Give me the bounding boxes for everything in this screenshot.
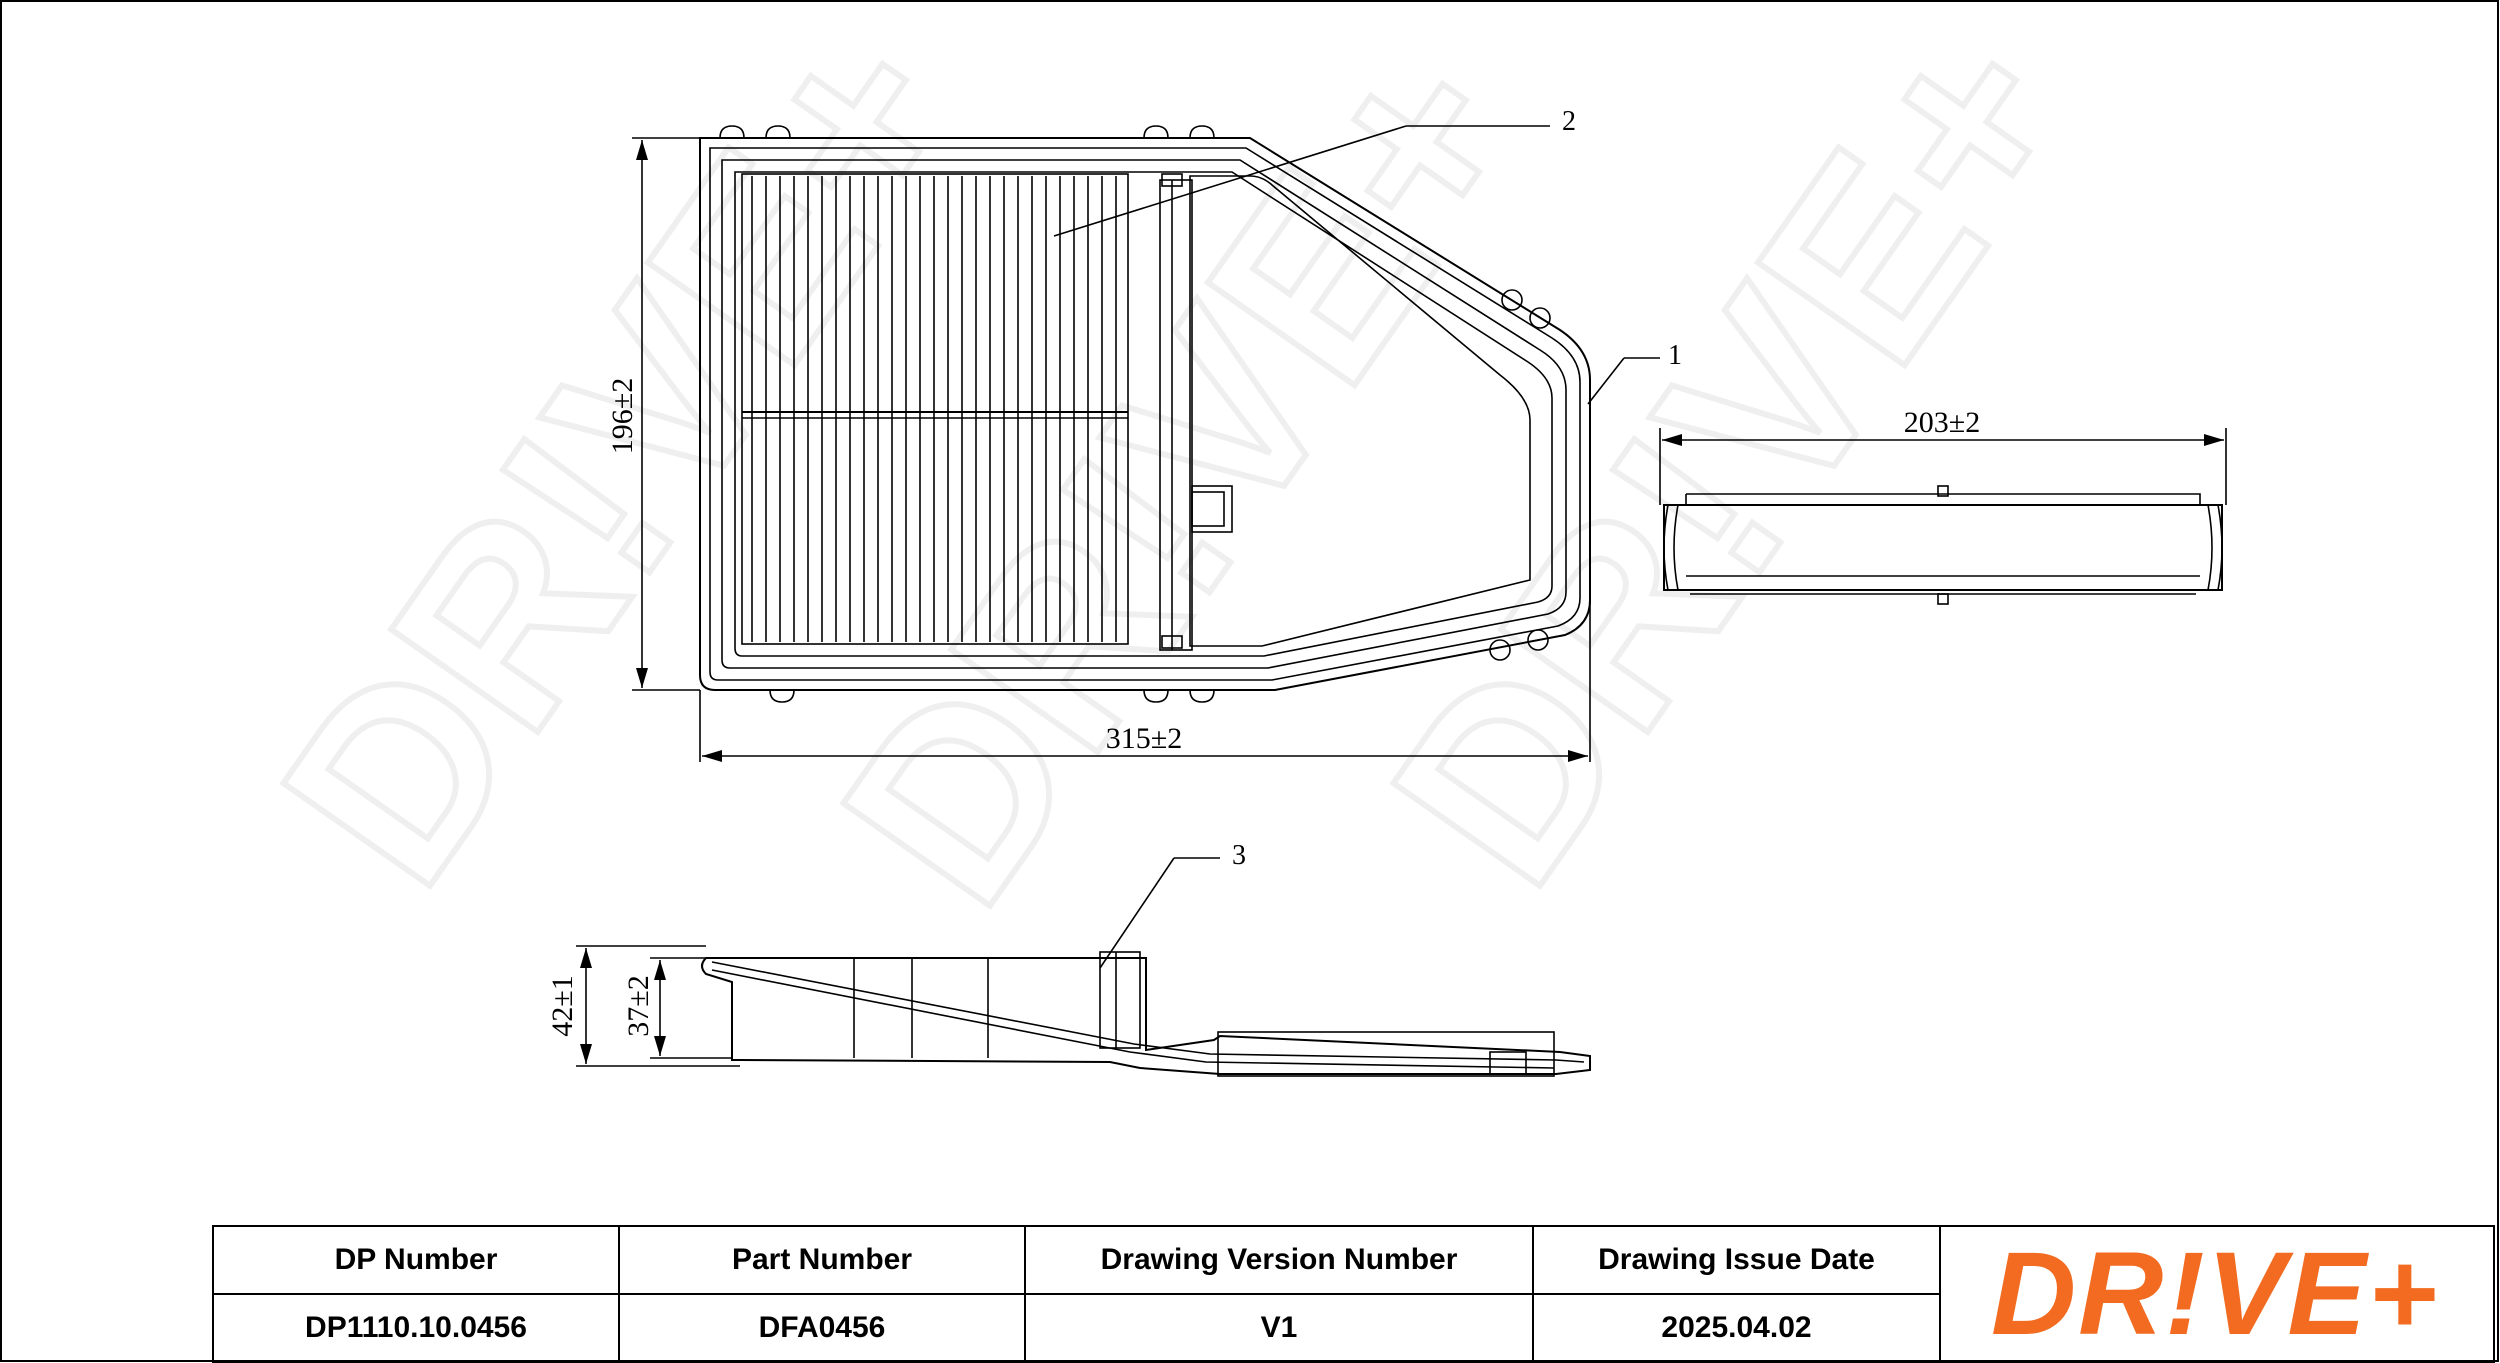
- callout-3-label: 3: [1232, 840, 1246, 871]
- rib-clip-bottom: [1161, 635, 1183, 649]
- filter-media: [741, 173, 1129, 645]
- callout-3: 3: [1099, 840, 1246, 969]
- pleat-lines: [751, 176, 1117, 642]
- callout-1: 1: [1587, 340, 1682, 405]
- dimension-height: 196±2: [606, 137, 700, 691]
- profile-clip: [1489, 1051, 1527, 1075]
- watermark-group: DR!VE+ DR!VE+ DR!VE+: [225, 0, 2130, 955]
- drive-logo: DR!VE+: [1990, 1228, 2440, 1360]
- dim-height-label: 196±2: [606, 378, 639, 454]
- dim-side-width-label: 203±2: [1904, 406, 1980, 439]
- header-issue-date: Drawing Issue Date: [1532, 1225, 1941, 1295]
- frame-rib: [1159, 179, 1193, 651]
- lug-diag-4: [1527, 629, 1549, 651]
- header-version: Drawing Version Number: [1024, 1225, 1534, 1295]
- filter-top-view: [699, 125, 1591, 703]
- lug-top-3: [1143, 125, 1169, 139]
- side-tab-top: [1937, 485, 1949, 497]
- dim-total-height-label: 42±1: [546, 975, 579, 1036]
- frame-inner-1: [709, 147, 1581, 681]
- filter-side-view: [1663, 485, 2223, 605]
- profile-outline: [701, 957, 1591, 1075]
- frame-inner-3: [734, 171, 1553, 657]
- lug-diag-3: [1489, 639, 1511, 661]
- lug-bottom-1: [769, 689, 795, 703]
- frame-window: [1189, 175, 1531, 647]
- lug-diag-1: [1501, 289, 1523, 311]
- value-dp-number: DP1110.10.0456: [212, 1293, 620, 1363]
- rib-clip-top: [1161, 173, 1183, 187]
- lug-diag-2: [1529, 307, 1551, 329]
- title-value-row: DP1110.10.0456 DFA0456 V1 2025.04.02: [212, 1293, 1941, 1363]
- lug-top-2: [765, 125, 791, 139]
- callout-2-label: 2: [1562, 106, 1576, 137]
- dim-body-height-label: 37±2: [622, 975, 655, 1036]
- value-part-number: DFA0456: [618, 1293, 1026, 1363]
- dimension-body-height: 37±2: [622, 957, 732, 1059]
- lug-bottom-2: [1143, 689, 1169, 703]
- value-issue-date: 2025.04.02: [1532, 1293, 1941, 1363]
- frame-outer: [699, 137, 1591, 691]
- title-table: DP Number Part Number Drawing Version Nu…: [212, 1225, 1941, 1363]
- profile-tab: [1099, 951, 1141, 1049]
- dimension-width: 315±2: [699, 395, 1591, 762]
- lug-bottom-3: [1189, 689, 1215, 703]
- filter-profile-view: [701, 951, 1591, 1077]
- profile-lower-frame: [1217, 1031, 1555, 1077]
- tab-handle-inner: [1191, 491, 1225, 527]
- value-version: V1: [1024, 1293, 1534, 1363]
- lug-top-4: [1189, 125, 1215, 139]
- dim-width-label: 315±2: [1106, 722, 1182, 755]
- dimension-total-height: 42±1: [546, 945, 740, 1067]
- logo-cell: DR!VE+: [1937, 1225, 2495, 1363]
- side-tab-bottom: [1937, 593, 1949, 605]
- lug-top-1: [719, 125, 745, 139]
- title-header-row: DP Number Part Number Drawing Version Nu…: [212, 1225, 1941, 1295]
- header-part-number: Part Number: [618, 1225, 1026, 1295]
- callout-1-label: 1: [1668, 340, 1682, 371]
- frame-inner-2: [721, 159, 1567, 669]
- dimension-side-width: 203±2: [1659, 406, 2227, 505]
- header-dp-number: DP Number: [212, 1225, 620, 1295]
- title-block: DP Number Part Number Drawing Version Nu…: [212, 1225, 2495, 1363]
- callout-2: 2: [1053, 106, 1576, 237]
